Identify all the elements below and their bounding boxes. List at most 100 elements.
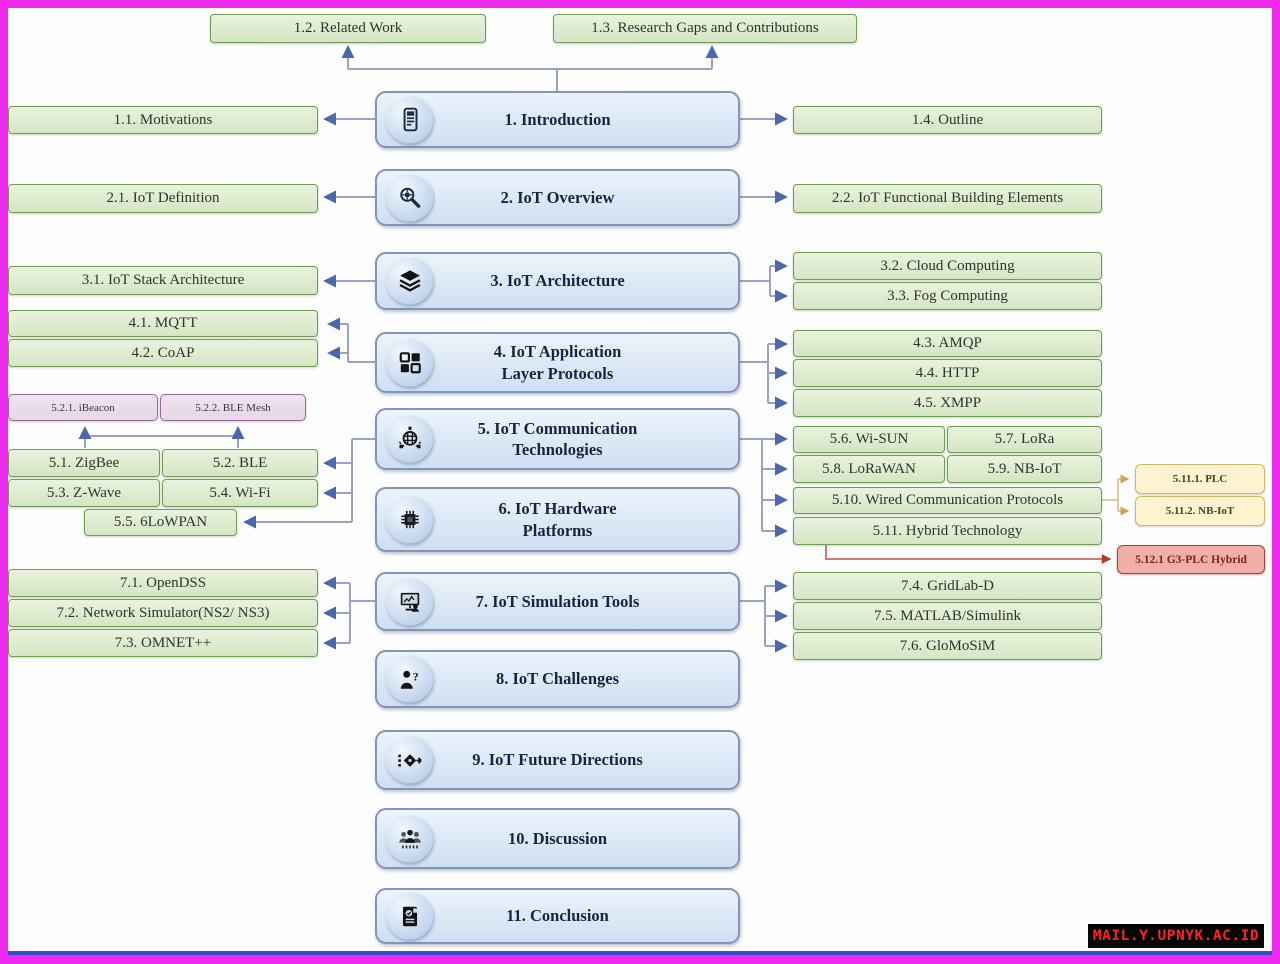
- box-label: 5.11. Hybrid Technology: [872, 522, 1023, 539]
- chapter-3-iot-architecture: 3. IoT Architecture: [375, 252, 740, 310]
- box-7-1-opendss: 7.1. OpenDSS: [8, 569, 318, 597]
- box-label: 5.5. 6LoWPAN: [113, 514, 208, 530]
- chapter-2-iot-overview: 2. IoT Overview: [375, 169, 740, 226]
- mobile-report-icon: [386, 96, 433, 143]
- box-label: 5.6. Wi-SUN: [829, 431, 909, 447]
- box-5-11-1-plc: 5.11.1. PLC: [1135, 464, 1265, 494]
- chapter-label: 8. IoT Challenges: [495, 669, 619, 689]
- box-3-2-cloud-computing: 3.2. Cloud Computing: [793, 252, 1102, 280]
- box-label: 5.2.2. BLE Mesh: [195, 401, 271, 414]
- box-4-5-xmpp: 4.5. XMPP: [793, 389, 1102, 417]
- box-label: 5.11.1. PLC: [1172, 473, 1228, 485]
- box-label: 4.5. XMPP: [913, 394, 982, 411]
- box-4-1-mqtt: 4.1. MQTT: [8, 310, 318, 337]
- search-gear-icon: [386, 174, 433, 221]
- box-5-1-zigbee: 5.1. ZigBee: [8, 449, 160, 477]
- box-label: 7.1. OpenDSS: [119, 574, 207, 591]
- box-5-4-wifi: 5.4. Wi-Fi: [162, 479, 318, 507]
- future-chip-arrow-icon: [386, 736, 433, 784]
- box-5-2-1-ibeacon: 5.2.1. iBeacon: [8, 394, 158, 421]
- chip-icon: [386, 496, 433, 543]
- people-discussion-icon: [386, 815, 433, 862]
- box-1-1-motivations: 1.1. Motivations: [8, 106, 318, 134]
- box-7-3-omnet: 7.3. OMNET++: [8, 629, 318, 657]
- box-label: 4.4. HTTP: [915, 364, 980, 381]
- box-5-5-6lowpan: 5.5. 6LoWPAN: [84, 509, 237, 536]
- box-label: 5.9. NB-IoT: [987, 460, 1062, 477]
- frame-right: [1272, 0, 1280, 964]
- chapter-label: 1. Introduction: [504, 109, 611, 129]
- chapter-5-communication-technologies: 5. IoT Communication Technologies: [375, 408, 740, 470]
- chapter-label: 2. IoT Overview: [500, 187, 615, 207]
- box-5-9-nbiot: 5.9. NB-IoT: [947, 455, 1102, 483]
- svg-text:?: ?: [412, 669, 418, 683]
- chapter-label: 9. IoT Future Directions: [472, 750, 643, 770]
- box-label: 7.3. OMNET++: [114, 634, 212, 651]
- person-question-icon: ?: [386, 655, 433, 703]
- box-label: 3.2. Cloud Computing: [880, 257, 1015, 274]
- chapter-7-simulation-tools: 7. IoT Simulation Tools: [375, 572, 740, 631]
- box-label: 7.2. Network Simulator(NS2/ NS3): [56, 604, 270, 621]
- box-label: 5.12.1 G3-PLC Hybrid: [1135, 553, 1247, 566]
- box-label: 5.7. LoRa: [994, 431, 1055, 447]
- box-label: 5.2.1. iBeacon: [51, 401, 115, 414]
- box-5-12-1-g3plc-hybrid: 5.12.1 G3-PLC Hybrid: [1117, 545, 1265, 574]
- box-label: 3.3. Fog Computing: [887, 287, 1008, 304]
- frame-top: [0, 0, 1280, 8]
- box-label: 1.3. Research Gaps and Contributions: [591, 20, 819, 36]
- box-1-4-outline: 1.4. Outline: [793, 106, 1102, 134]
- box-7-4-gridlabd: 7.4. GridLab-D: [793, 572, 1102, 600]
- box-2-2-functional-building-elements: 2.2. IoT Functional Building Elements: [793, 184, 1102, 213]
- box-label: 3.1. IoT Stack Architecture: [81, 272, 245, 288]
- box-label: 4.3. AMQP: [913, 335, 982, 351]
- box-5-7-lora: 5.7. LoRa: [947, 426, 1102, 453]
- frame-left: [0, 0, 8, 964]
- box-label: 7.5. MATLAB/Simulink: [873, 607, 1022, 624]
- chapter-label: 4. IoT Application Layer Protocols: [493, 342, 622, 383]
- chapter-8-iot-challenges: ? 8. IoT Challenges: [375, 650, 740, 708]
- chapter-label: 11. Conclusion: [506, 906, 609, 926]
- box-label: 1.4. Outline: [911, 111, 984, 128]
- simulation-monitor-icon: [386, 578, 433, 625]
- box-5-2-ble: 5.2. BLE: [162, 449, 318, 477]
- box-4-4-http: 4.4. HTTP: [793, 359, 1102, 387]
- chapter-10-discussion: 10. Discussion: [375, 808, 740, 869]
- chapter-label: 10. Discussion: [507, 828, 608, 848]
- network-globe-icon: [386, 415, 433, 463]
- chapter-label: 5. IoT Communication Technologies: [477, 418, 638, 459]
- box-label: 5.10. Wired Communication Protocols: [831, 492, 1064, 508]
- box-3-1-stack-architecture: 3.1. IoT Stack Architecture: [8, 266, 318, 295]
- box-5-2-2-ble-mesh: 5.2.2. BLE Mesh: [160, 394, 306, 421]
- box-label: 5.11.2. NB-IoT: [1165, 505, 1235, 517]
- bottom-blue-line: [8, 951, 1272, 955]
- box-label: 4.2. CoAP: [131, 344, 195, 361]
- box-label: 1.2. Related Work: [293, 20, 403, 36]
- chapter-6-hardware-platforms: 6. IoT Hardware Platforms: [375, 487, 740, 552]
- frame-bottom: [0, 955, 1280, 964]
- box-label: 1.1. Motivations: [113, 111, 213, 128]
- box-1-3-research-gaps: 1.3. Research Gaps and Contributions: [553, 14, 857, 43]
- box-label: 5.2. BLE: [212, 454, 268, 471]
- box-4-3-amqp: 4.3. AMQP: [793, 330, 1102, 357]
- app-grid-icon: [386, 339, 433, 386]
- chapter-label: 6. IoT Hardware Platforms: [498, 499, 617, 540]
- box-label: 5.1. ZigBee: [48, 454, 120, 471]
- box-label: 4.1. MQTT: [128, 315, 198, 331]
- chapter-label: 7. IoT Simulation Tools: [475, 591, 640, 611]
- chapter-1-introduction: 1. Introduction: [375, 91, 740, 148]
- box-2-1-iot-definition: 2.1. IoT Definition: [8, 184, 318, 213]
- box-4-2-coap: 4.2. CoAP: [8, 339, 318, 367]
- box-1-2-related-work: 1.2. Related Work: [210, 14, 486, 43]
- watermark: MAIL.Y.UPNYK.AC.ID: [1088, 924, 1264, 948]
- box-7-2-network-simulator: 7.2. Network Simulator(NS2/ NS3): [8, 599, 318, 627]
- box-5-6-wisun: 5.6. Wi-SUN: [793, 426, 945, 453]
- chapter-11-conclusion: 11. Conclusion: [375, 888, 740, 944]
- box-7-6-glomosim: 7.6. GloMoSiM: [793, 632, 1102, 660]
- box-7-5-matlab-simulink: 7.5. MATLAB/Simulink: [793, 602, 1102, 630]
- chapter-9-future-directions: 9. IoT Future Directions: [375, 730, 740, 790]
- box-5-11-2-nbiot: 5.11.2. NB-IoT: [1135, 496, 1265, 526]
- box-5-8-lorawan: 5.8. LoRaWAN: [793, 455, 945, 483]
- box-label: 5.8. LoRaWAN: [822, 460, 916, 477]
- chapter-4-application-layer-protocols: 4. IoT Application Layer Protocols: [375, 332, 740, 393]
